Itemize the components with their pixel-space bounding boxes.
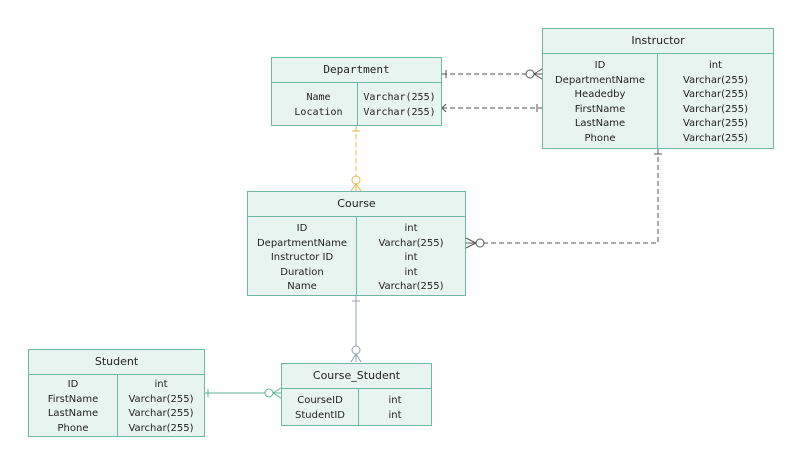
field-name: LastName [47,408,99,419]
field-name: DepartmentName [256,237,347,249]
field-names-column: CourseID StudentID [282,389,359,425]
field-type: int [404,223,418,234]
field-name: Duration [280,266,324,278]
field-name: Phone [584,132,616,144]
field-type: int [388,395,402,406]
field-name: FirstName [574,103,626,115]
field-type: Varchar(255) [682,132,749,144]
field-types-column: int Varchar(255) Varchar(255) Varchar(25… [658,54,773,148]
field-types-column: int Varchar(255) Varchar(255) Varchar(25… [118,375,204,436]
entity-title: Course_Student [282,364,431,389]
field-type: int [404,252,418,263]
field-type: Varchar(255) [682,89,749,100]
field-type: int [388,409,402,421]
field-type: Varchar(255) [378,237,444,249]
field-name: Location [294,106,343,118]
field-names-column: ID DepartmentName Instructor ID Duration… [248,217,357,295]
field-type: Varchar(255) [682,103,749,115]
field-names-column: ID DepartmentName Headedby FirstName Las… [543,54,658,148]
field-name: Phone [57,422,89,434]
field-type: int [404,266,418,278]
field-types-column: int int [359,389,431,425]
entity-instructor[interactable]: Instructor ID DepartmentName Headedby Fi… [542,28,774,149]
field-name: ID [67,379,79,390]
link-student-course-student [205,387,282,399]
field-name: Instructor ID [270,252,334,263]
entity-title: Department [272,58,441,83]
link-department-course [350,126,362,192]
field-name: ID [594,60,606,71]
link-instructor-course [465,149,662,249]
field-type: int [154,379,168,390]
entity-title: Course [248,192,465,217]
field-type: Varchar(255) [128,422,194,434]
field-type: int [708,60,723,71]
field-name: FirstName [47,393,99,405]
field-type: Varchar(255) [682,74,749,86]
field-types-column: int Varchar(255) int int Varchar(255) [357,217,465,295]
field-names-column: Name Location [272,83,358,125]
entity-course[interactable]: Course ID DepartmentName Instructor ID D… [247,191,466,296]
field-type: Varchar(255) [363,92,436,103]
entity-department[interactable]: Department Name Location Varchar(255) Va… [271,57,442,126]
field-name: Headedby [574,89,626,100]
field-name: CourseID [297,395,343,406]
field-name: LastName [574,118,626,129]
entity-title: Instructor [543,29,773,54]
field-name: ID [296,223,308,234]
field-name: DepartmentName [554,74,645,86]
entity-title: Student [29,350,204,375]
link-course-course-student [350,296,362,363]
field-type: Varchar(255) [363,106,436,118]
field-type: Varchar(255) [682,118,749,129]
field-name: Name [287,281,317,292]
entity-course-student[interactable]: Course_Student CourseID StudentID int in… [281,363,432,426]
field-names-column: ID FirstName LastName Phone [29,375,118,436]
field-types-column: Varchar(255) Varchar(255) [358,83,441,125]
field-name: StudentID [294,409,345,421]
link-department-instructor-1 [442,68,543,80]
field-type: Varchar(255) [378,281,444,292]
field-type: Varchar(255) [128,408,194,419]
field-name: Name [306,92,331,103]
field-type: Varchar(255) [128,393,194,405]
entity-student[interactable]: Student ID FirstName LastName Phone int … [28,349,205,437]
link-department-instructor-2 [441,103,542,113]
